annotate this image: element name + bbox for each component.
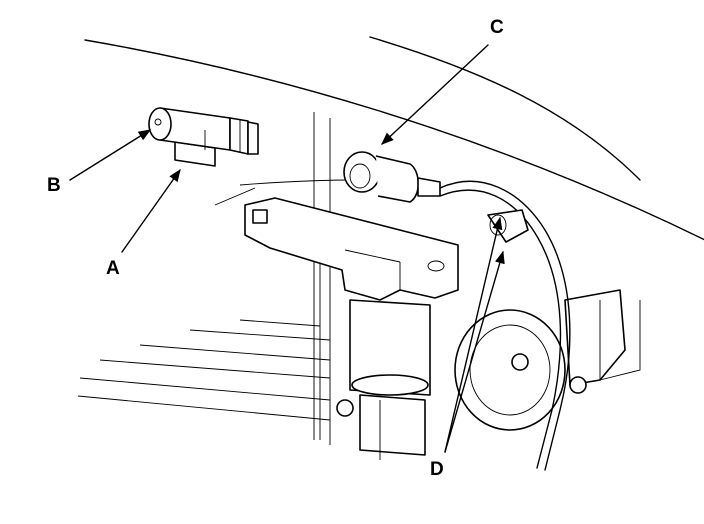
callout-d: D — [430, 459, 444, 480]
connector-part — [343, 151, 441, 203]
callout-b: B — [47, 175, 61, 196]
callout-arrows — [69, 44, 505, 453]
arrow-a — [121, 168, 181, 253]
body-panel — [77, 36, 704, 445]
arrow-b — [69, 129, 152, 181]
arrow-d-left — [444, 216, 503, 453]
arrow-c — [381, 44, 489, 145]
bracket — [244, 197, 459, 301]
callout-a: A — [106, 258, 120, 279]
steering-column — [336, 299, 431, 460]
arrow-d-right — [444, 250, 505, 453]
sensor-part — [148, 107, 259, 167]
motor-part — [454, 289, 641, 431]
callout-c: C — [490, 17, 504, 38]
